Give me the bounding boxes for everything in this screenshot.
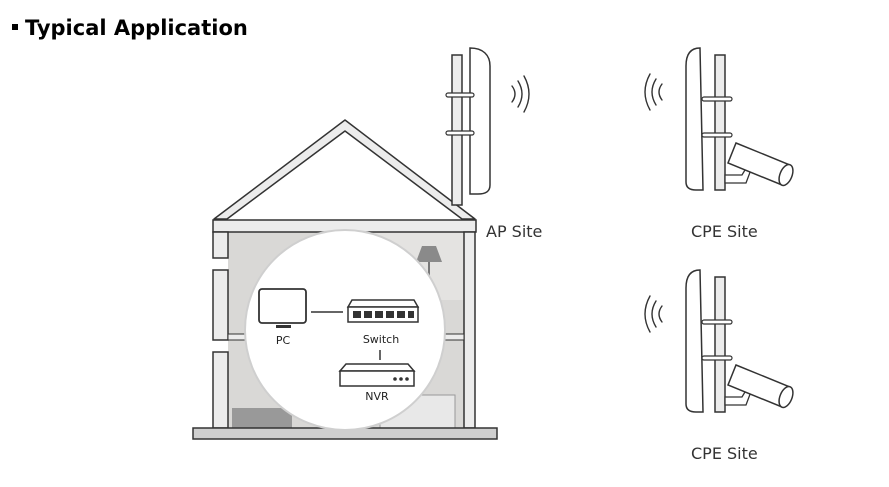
cpe-top-panel — [685, 47, 704, 191]
monitor-stand-icon — [276, 325, 291, 328]
cpe-top-clamp-upper — [701, 96, 733, 102]
pc-device — [258, 288, 307, 328]
page-heading: Typical Application — [12, 16, 248, 40]
monitor-icon — [258, 288, 307, 324]
nvr-device — [338, 363, 416, 387]
nvr-label: NVR — [365, 390, 389, 403]
switch-top-icon — [346, 299, 420, 308]
nvr-body-icon — [339, 370, 415, 387]
ap-panel — [469, 47, 491, 195]
cpe-bottom-clamp-lower — [701, 355, 733, 361]
cpe-bottom-pole — [714, 276, 726, 413]
ap-site-label: AP Site — [486, 222, 542, 241]
cpe-bottom-panel — [685, 269, 704, 413]
nvr-top-icon — [338, 363, 416, 372]
left-wall-middle — [212, 269, 229, 341]
cpe-top-pole — [714, 54, 726, 191]
roof — [213, 119, 476, 220]
zoom-circle-bg — [244, 229, 446, 431]
camera-top-icon — [724, 142, 794, 187]
zoom-circle: PC Switch NVR — [244, 229, 446, 431]
heading-text: Typical Application — [25, 16, 248, 40]
cpe-top-clamp-lower — [701, 132, 733, 138]
ap-clamp-upper — [445, 92, 475, 98]
ap-pole — [451, 54, 463, 206]
ap-clamp-lower — [445, 130, 475, 136]
cabinet — [232, 408, 292, 428]
cpe-site-top — [644, 47, 794, 191]
ap-signal-icon — [511, 75, 530, 113]
camera-bottom-icon — [724, 364, 794, 409]
bullet-icon — [12, 24, 18, 30]
cpe-site-bottom-label: CPE Site — [691, 444, 758, 463]
cpe-site-bottom — [644, 269, 794, 413]
cpe-site-top-label: CPE Site — [691, 222, 758, 241]
switch-device — [346, 299, 420, 323]
left-wall-upper — [212, 231, 229, 259]
ap-antenna — [445, 47, 530, 206]
lamp-shade — [416, 246, 442, 262]
switch-label: Switch — [363, 333, 399, 346]
cpe-top-signal-icon — [644, 73, 663, 111]
pc-label: PC — [276, 334, 291, 347]
cpe-bottom-clamp-upper — [701, 319, 733, 325]
cpe-bottom-signal-icon — [644, 295, 663, 333]
left-wall-lower — [212, 351, 229, 429]
right-wall — [463, 231, 476, 429]
